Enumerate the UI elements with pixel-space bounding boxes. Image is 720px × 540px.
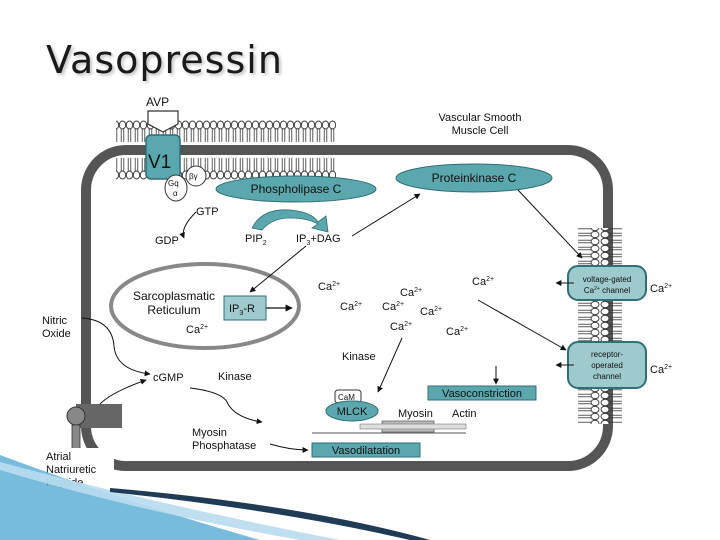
ro-channel-line1: receptor- xyxy=(591,350,623,359)
beta-gamma-subunit xyxy=(185,165,207,187)
actin-label: Actin xyxy=(452,408,476,420)
ca-to-ro-channel-arrow xyxy=(477,299,567,351)
ip3-receptor xyxy=(223,295,267,321)
slide-corner-swoosh xyxy=(110,488,430,540)
vg-channel-line2: Ca2+ channel xyxy=(584,286,630,295)
avp-molecule xyxy=(147,110,179,133)
gq-label: Gq xyxy=(168,179,179,188)
vasoconstriction-label: Vasoconstriction xyxy=(442,388,522,400)
vasodilatation-label: Vasodilatation xyxy=(332,445,400,457)
v1-label: V1 xyxy=(148,152,171,173)
pkc-channel-arrow xyxy=(517,189,583,259)
ca-ion: Ca2+ xyxy=(340,301,362,313)
myosin-label: Myosin xyxy=(398,408,433,420)
ro-channel-line2: operated xyxy=(591,361,623,370)
v1-receptor xyxy=(145,134,181,180)
ca-ion: Ca2+ xyxy=(446,326,468,338)
phospholipase-label: Phospholipase C xyxy=(251,182,342,196)
proteinkinase-label: Proteinkinase C xyxy=(432,171,517,185)
vg-ca-outside: Ca2+ xyxy=(650,283,672,295)
kinase-low-label: Kinase xyxy=(218,371,252,383)
vasoconstriction-box xyxy=(427,385,537,401)
anp-cgmp-arrow xyxy=(99,378,147,405)
ca-ion: Ca2+ xyxy=(400,287,422,299)
gdp-label: GDP xyxy=(155,235,179,247)
avp-label: AVP xyxy=(146,95,169,109)
sr-ca-label: Ca2+ xyxy=(186,324,208,336)
nitric-oxide-line1: Nitric xyxy=(42,315,68,327)
phosphatase-vasodilatation-arrow xyxy=(269,443,309,453)
sr-label-line1: Sarcoplasmatic xyxy=(133,289,215,303)
gq-alpha-subunit xyxy=(164,174,188,202)
cell-label-line1: Vascular Smooth xyxy=(439,112,522,124)
gtp-label: GTP xyxy=(196,206,219,218)
actin-filament xyxy=(359,423,467,430)
ca-ion: Ca2+ xyxy=(390,321,412,333)
mlck-label: MLCK xyxy=(337,406,368,418)
beta-gamma-label: βγ xyxy=(189,172,198,181)
dag-pkc-arrow xyxy=(351,193,421,237)
mlck-enzyme xyxy=(325,400,379,422)
kinase-mid-label: Kinase xyxy=(342,351,376,363)
ca-ion: Ca2+ xyxy=(382,301,404,313)
ip3-to-receptor-arrow xyxy=(249,245,307,293)
myosin-phosphatase-line2: Phosphatase xyxy=(192,440,256,452)
slide-corner-decoration xyxy=(0,455,260,540)
ip3-dag-label: IP3+DAG xyxy=(296,233,341,247)
nitric-oxide-line2: Oxide xyxy=(42,328,71,340)
no-to-cgmp-arrow xyxy=(81,317,151,377)
gtp-gdp-arrow xyxy=(179,211,197,239)
sr-label-line2: Reticulum xyxy=(147,303,200,317)
pip2-label: PIP2 xyxy=(245,233,267,247)
ca-ion: Ca2+ xyxy=(420,306,442,318)
ip3r-label: IP3-R xyxy=(229,303,255,317)
membrane-bilayer-right xyxy=(578,228,638,424)
vg-channel-line1: voltage-gated xyxy=(583,275,631,284)
slide-title: Vasopressin xyxy=(46,38,283,82)
cgmp-label: cGMP xyxy=(153,372,184,384)
gq-alpha-label: α xyxy=(173,189,178,198)
ca-to-mlck-arrow xyxy=(377,337,403,393)
proteinkinase-c xyxy=(395,163,553,193)
ro-ca-outside: Ca2+ xyxy=(650,364,672,376)
anp-label-line1: Atrial xyxy=(46,451,71,463)
cgmp-phosphatase-arrow xyxy=(189,387,263,425)
cell-label-line2: Muscle Cell xyxy=(452,125,509,137)
ca-ion: Ca2+ xyxy=(472,276,494,288)
vasodilatation-box xyxy=(311,442,421,458)
ca-ion: Ca2+ xyxy=(318,281,340,293)
sarcoplasmic-reticulum xyxy=(109,262,301,350)
cam-label: CaM xyxy=(338,393,355,402)
phospholipase-c xyxy=(215,175,377,203)
myosin-phosphatase-line1: Myosin xyxy=(192,427,227,439)
pip2-conversion-arc xyxy=(251,209,329,233)
ro-channel-line3: channel xyxy=(593,372,621,381)
anp-receptor-ligand xyxy=(66,406,86,426)
anp-label-line2: Natriuretic xyxy=(46,464,97,476)
